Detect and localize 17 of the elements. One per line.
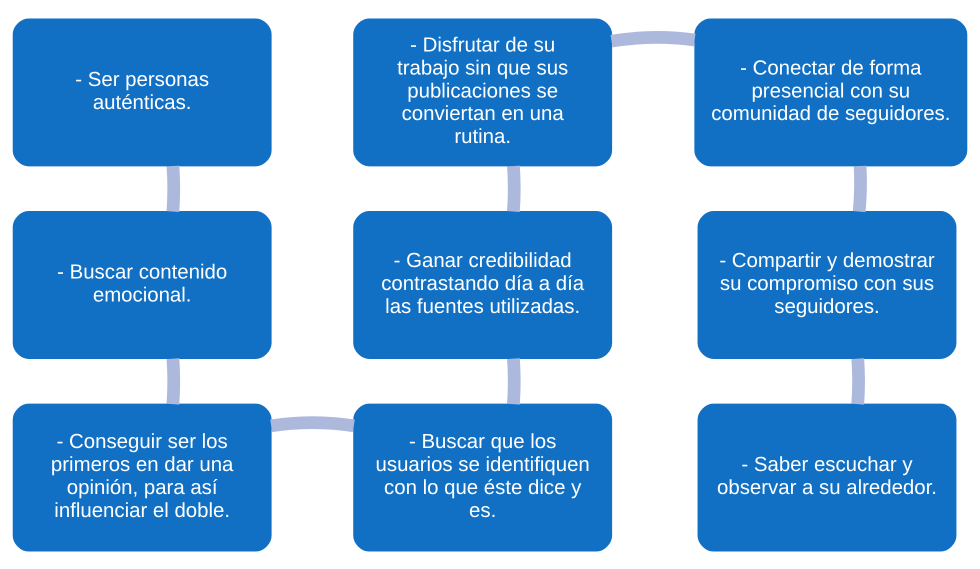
connector xyxy=(507,165,521,212)
node-box: - Conseguir ser los primeros en dar una opinión, para así influenciar el doble. xyxy=(12,403,272,552)
connector xyxy=(610,30,696,47)
node-box: - Buscar que los usuarios se identifiquen con lo que éste dice y es. xyxy=(353,403,612,552)
node-box: - Ser personas auténticas. xyxy=(12,18,272,166)
node-box: - Disfrutar de su trabajo sin que sus publicaciones se conviertan en una rutina. xyxy=(353,18,612,166)
connector xyxy=(270,416,355,432)
node-box: - Buscar contenido emocional. xyxy=(12,210,272,358)
node-box: - Compartir y demostrar su compromiso con sus seguidores. xyxy=(698,210,956,358)
node-box: - Conectar de forma presencial con su comunidad de seguidores. xyxy=(694,18,968,166)
connector xyxy=(166,358,180,404)
connector xyxy=(852,165,867,212)
connector xyxy=(851,358,865,404)
node-box: - Saber escuchar y observar a su alrededor. xyxy=(698,403,956,552)
node-box: - Ganar credibilidad contrastando día a día las fuentes utilizadas. xyxy=(353,210,612,358)
connector xyxy=(166,165,180,212)
connector xyxy=(507,358,521,404)
